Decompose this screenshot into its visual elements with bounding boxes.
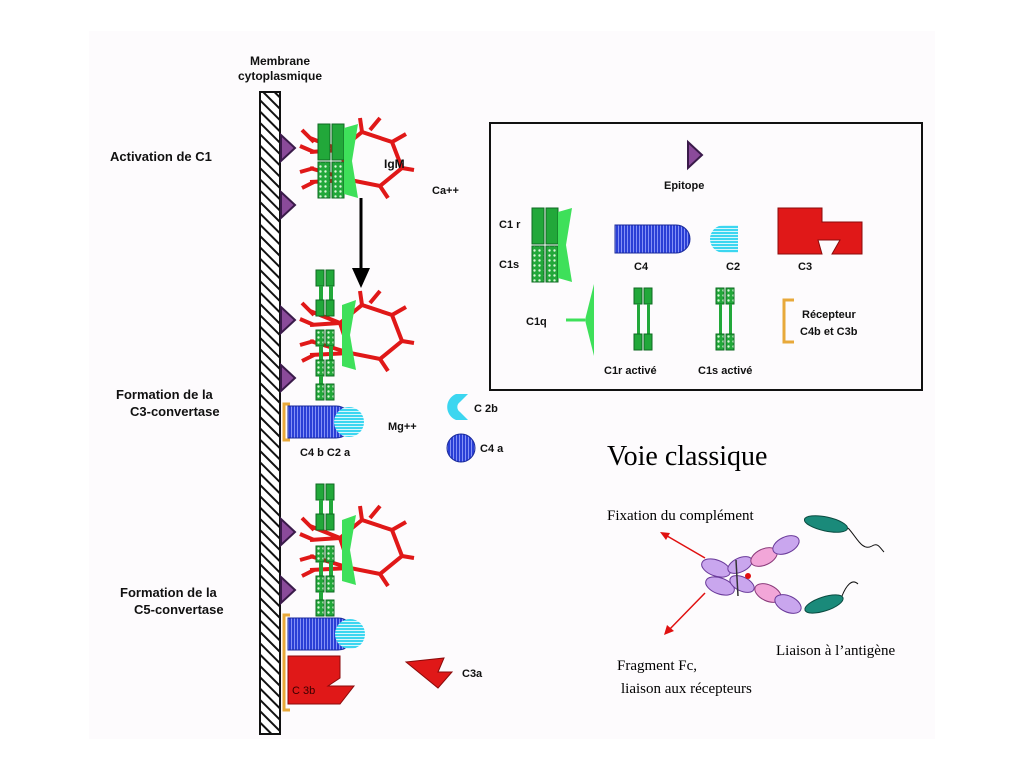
c2b-icon [447, 394, 468, 420]
voie-classique-title: Voie classique [607, 441, 767, 472]
membrane-label-1: Membrane [250, 54, 310, 68]
c3-icon [777, 207, 863, 255]
receptor-bracket [282, 613, 290, 712]
c3-convertase-label-2: C3-convertase [130, 404, 220, 419]
c5-convertase-label-2: C5-convertase [134, 602, 224, 617]
arrow-head-icon [352, 268, 370, 288]
c2b-label: C 2b [474, 403, 498, 415]
legend-c2: C2 [726, 261, 740, 273]
slide-panel [89, 31, 935, 739]
c3-convertase-label-1: Formation de la [116, 387, 214, 402]
c2-icon [710, 225, 738, 253]
c3a-label: C3a [462, 668, 483, 680]
legend-c1s: C1s [499, 259, 519, 271]
c3b-label: C 3b [292, 685, 315, 697]
legend-epitope: Epitope [664, 180, 704, 192]
c3a-icon [404, 657, 454, 689]
legend-c4: C4 [634, 261, 649, 273]
cell-membrane [259, 91, 281, 735]
c5-convertase-label-1: Formation de la [120, 585, 218, 600]
fc-label-2: liaison aux récepteurs [621, 681, 752, 697]
mg-label: Mg++ [388, 421, 417, 433]
legend-receptor-1: Récepteur [802, 309, 857, 321]
c2a-icon [334, 407, 364, 437]
legend-c3: C3 [798, 261, 812, 273]
c4a-label: C4 a [480, 443, 504, 455]
legend-c1r: C1 r [499, 219, 521, 231]
legend-box [489, 122, 923, 391]
legend-c1q: C1q [526, 316, 547, 328]
igm-label: IgM [384, 157, 405, 171]
fixation-label: Fixation du complément [607, 508, 754, 524]
ca-label: Ca++ [432, 185, 459, 197]
receptor-bracket [282, 402, 290, 442]
antibody-icon [660, 515, 885, 635]
c4-icon [614, 224, 691, 254]
c4a-icon [446, 433, 476, 463]
c4b-c2a-label: C4 b C2 a [300, 447, 351, 459]
legend-c1s-active: C1s activé [698, 365, 752, 377]
antigen-label: Liaison à l’antigène [776, 643, 895, 659]
c3b-icon [287, 655, 356, 705]
fc-label-1: Fragment Fc, [617, 658, 697, 674]
legend-c1r-active: C1r activé [604, 365, 657, 377]
membrane-label-2: cytoplasmique [238, 69, 322, 83]
receptor-legend-icon [782, 298, 794, 344]
c2a-icon [335, 619, 365, 649]
activation-label: Activation de C1 [110, 149, 212, 164]
legend-receptor-2: C4b et C3b [800, 326, 858, 338]
